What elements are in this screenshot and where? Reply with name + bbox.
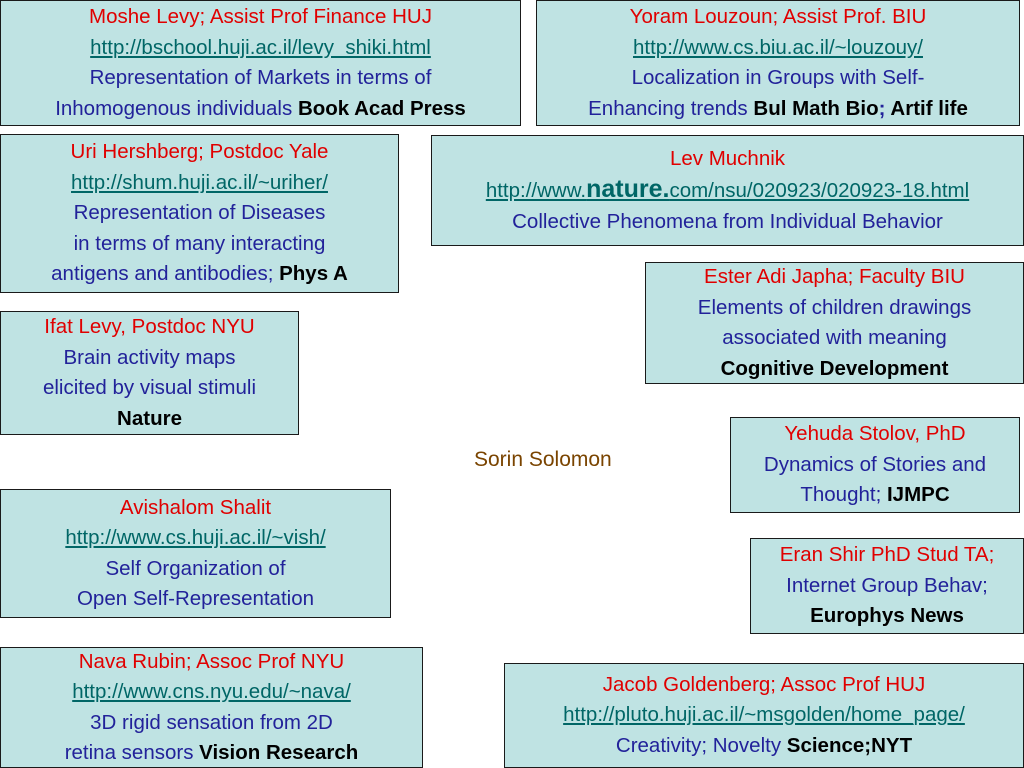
card-yehuda-stolov: Yehuda Stolov, PhD Dynamics of Stories a… (730, 417, 1020, 513)
card-name: Jacob Goldenberg; Assoc Prof HUJ (602, 672, 926, 696)
url-emphasis: nature. (586, 175, 670, 204)
card-description: Open Self-Representation (76, 587, 315, 610)
card-name: Moshe Levy; Assist Prof Finance HUJ (89, 5, 432, 28)
journal-label: Artif life (885, 96, 968, 120)
card-description: Brain activity maps (63, 345, 236, 369)
card-description: Representation of Diseases (73, 201, 326, 225)
journal-label: Cognitive Development (720, 356, 949, 380)
card-ifat-levy: Ifat Levy, Postdoc NYU Brain activity ma… (0, 311, 299, 435)
card-description: Elements of children drawings (697, 295, 972, 319)
journal-label: Science;NYT (786, 733, 913, 757)
card-name: Yehuda Stolov, PhD (784, 422, 966, 446)
card-description: Internet Group Behav; (786, 573, 988, 597)
card-description: 3D rigid sensation from 2D (90, 710, 333, 734)
card-name: Ifat Levy, Postdoc NYU (44, 315, 255, 338)
card-eran-shir: Eran Shir PhD Stud TA; Internet Group Be… (750, 538, 1024, 634)
homepage-link[interactable]: http://pluto.huji.ac.il/~msgolden/home_p… (563, 703, 965, 727)
card-description: Localization in Groups with Self- (631, 66, 925, 89)
card-jacob-goldenberg: Jacob Goldenberg; Assoc Prof HUJ http://… (504, 663, 1024, 768)
card-yoram-louzoun: Yoram Louzoun; Assist Prof. BIU http://w… (536, 0, 1020, 126)
card-description: retina sensors (64, 741, 200, 764)
card-description: Thought; (800, 483, 887, 507)
card-lev-muchnik: Lev Muchnik http://www.nature.com/nsu/02… (431, 135, 1024, 246)
card-name: Uri Hershberg; Postdoc Yale (70, 140, 329, 164)
card-description: in terms of many interacting (73, 231, 326, 255)
card-description: Self Organization of (105, 556, 286, 580)
card-description: antigens and antibodies; (51, 262, 280, 286)
card-description: Enhancing trends (588, 96, 754, 120)
card-moshe-levy: Moshe Levy; Assist Prof Finance HUJ http… (0, 0, 521, 126)
homepage-link[interactable]: http://bschool.huji.ac.il/levy_shiki.htm… (90, 35, 431, 59)
journal-label: Phys A (279, 262, 348, 286)
card-name: Eran Shir PhD Stud TA; (779, 543, 995, 567)
card-name: Lev Muchnik (669, 146, 786, 170)
journal-label: Vision Research (199, 741, 359, 764)
card-description: Collective Phenomena from Individual Beh… (512, 209, 943, 233)
journal-label: Nature (117, 406, 182, 430)
homepage-link[interactable]: http://www.cs.biu.ac.il/~louzouy/ (633, 35, 923, 59)
card-uri-hershberg: Uri Hershberg; Postdoc Yale http://shum.… (0, 134, 399, 293)
url-suffix: com/nsu/020923/020923-18.html (669, 179, 970, 203)
homepage-link[interactable]: http://www.nature.com/nsu/020923/020923-… (485, 175, 970, 203)
journal-separator: ; (878, 96, 886, 120)
card-name: Yoram Louzoun; Assist Prof. BIU (629, 5, 927, 28)
journal-label: IJMPC (886, 483, 950, 507)
card-description: Representation of Markets in terms of (89, 66, 432, 89)
journal-label: Book Acad Press (297, 96, 466, 120)
card-description: elicited by visual stimuli (42, 376, 257, 399)
card-name: Avishalom Shalit (119, 495, 272, 519)
card-description: associated with meaning (722, 326, 947, 349)
journal-label: Bul Math Bio (753, 96, 879, 120)
journal-label: Europhys News (810, 604, 964, 628)
card-description: Dynamics of Stories and (763, 452, 987, 476)
homepage-link[interactable]: http://shum.huji.ac.il/~uriher/ (71, 170, 328, 194)
card-nava-rubin: Nava Rubin; Assoc Prof NYU http://www.cn… (0, 647, 423, 768)
center-name: Sorin Solomon (474, 448, 612, 471)
card-ester-adi-japha: Ester Adi Japha; Faculty BIU Elements of… (645, 262, 1024, 384)
homepage-link[interactable]: http://www.cns.nyu.edu/~nava/ (72, 680, 351, 703)
card-description: Creativity; Novelty (615, 733, 787, 757)
homepage-link[interactable]: http://www.cs.huji.ac.il/~vish/ (65, 526, 326, 549)
url-prefix: http://www. (485, 179, 587, 203)
card-name: Ester Adi Japha; Faculty BIU (704, 265, 965, 288)
card-avishalom-shalit: Avishalom Shalit http://www.cs.huji.ac.i… (0, 489, 391, 618)
card-description: Inhomogenous individuals (55, 96, 298, 120)
card-name: Nava Rubin; Assoc Prof NYU (78, 649, 345, 673)
